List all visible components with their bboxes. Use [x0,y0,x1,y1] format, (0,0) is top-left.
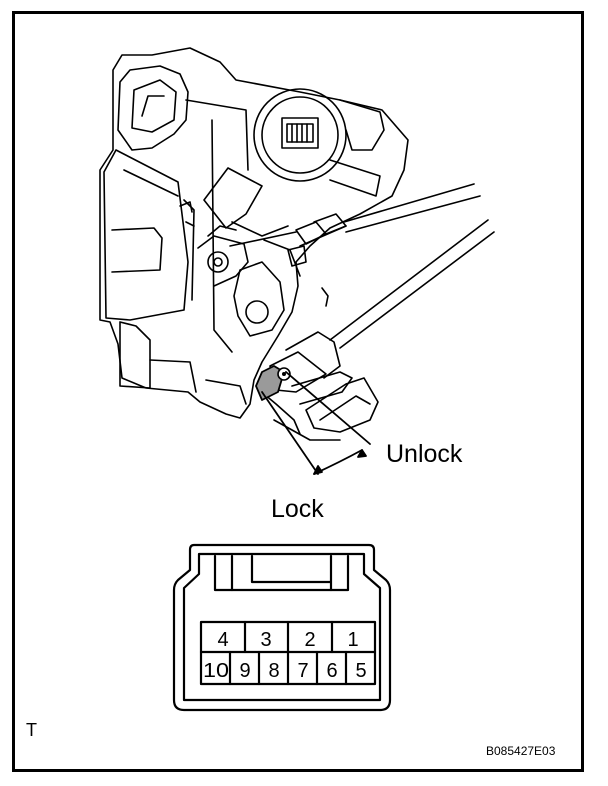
pin-label-5: 5 [355,660,366,682]
pin-label-7: 7 [297,660,308,682]
figure-code-label: B085427E03 [486,744,556,758]
connector-pin-labels: 4 3 2 1 10 9 8 7 6 5 [203,629,367,682]
pin-label-8: 8 [268,660,279,682]
pin-label-10: 10 [203,660,229,682]
pin-label-3: 3 [260,629,271,651]
unlock-label: Unlock [386,440,463,468]
connector-outline [172,543,392,712]
lock-knob [255,365,291,401]
lock-label: Lock [271,495,324,523]
pin-label-2: 2 [304,629,315,651]
pin-label-6: 6 [326,660,337,682]
view-marker-label: T [26,720,37,740]
pin-label-4: 4 [217,629,228,651]
door-lock-assembly [99,47,495,441]
pin-label-1: 1 [347,629,358,651]
pin-label-9: 9 [239,660,250,682]
lock-unlock-indicator [261,371,371,475]
